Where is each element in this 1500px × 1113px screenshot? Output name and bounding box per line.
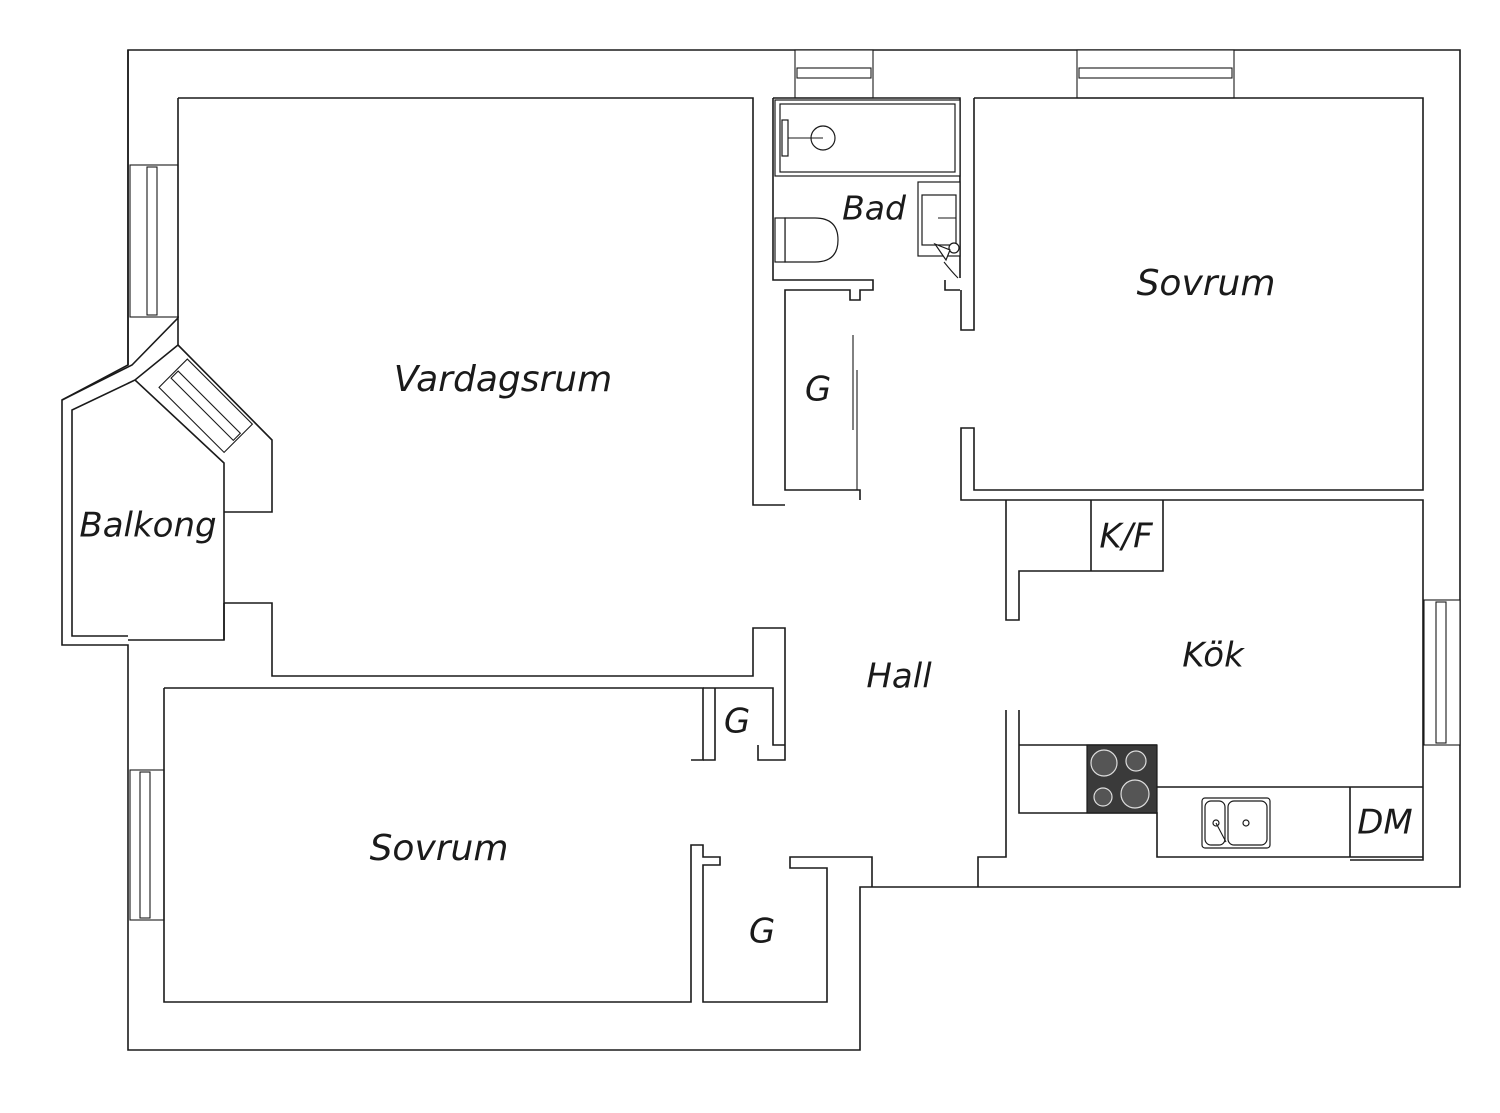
sink xyxy=(917,181,961,279)
label-closet-2: G xyxy=(724,702,750,742)
toilet xyxy=(774,217,839,263)
kitchen-sink xyxy=(1201,797,1271,849)
label-living-room: Vardagsrum xyxy=(394,359,612,400)
outer-walls xyxy=(61,49,1461,1051)
label-balcony: Balkong xyxy=(79,506,216,546)
windows xyxy=(129,49,1461,921)
label-hall: Hall xyxy=(866,657,932,697)
room-labels: Vardagsrum Balkong Bad Sovrum Sovrum Hal… xyxy=(79,189,1412,952)
label-closet-1: G xyxy=(805,370,831,410)
label-dishwasher: DM xyxy=(1357,803,1413,843)
stove xyxy=(1086,744,1158,814)
label-kitchen: Kök xyxy=(1182,636,1245,676)
label-bedroom-top: Sovrum xyxy=(1137,263,1276,304)
label-fridge-freezer: K/F xyxy=(1099,517,1153,557)
label-closet-3: G xyxy=(749,912,775,952)
bathtub xyxy=(774,99,961,177)
label-bathroom: Bad xyxy=(842,189,907,228)
label-bedroom-bottom: Sovrum xyxy=(370,828,509,869)
balcony-outline xyxy=(61,316,273,641)
